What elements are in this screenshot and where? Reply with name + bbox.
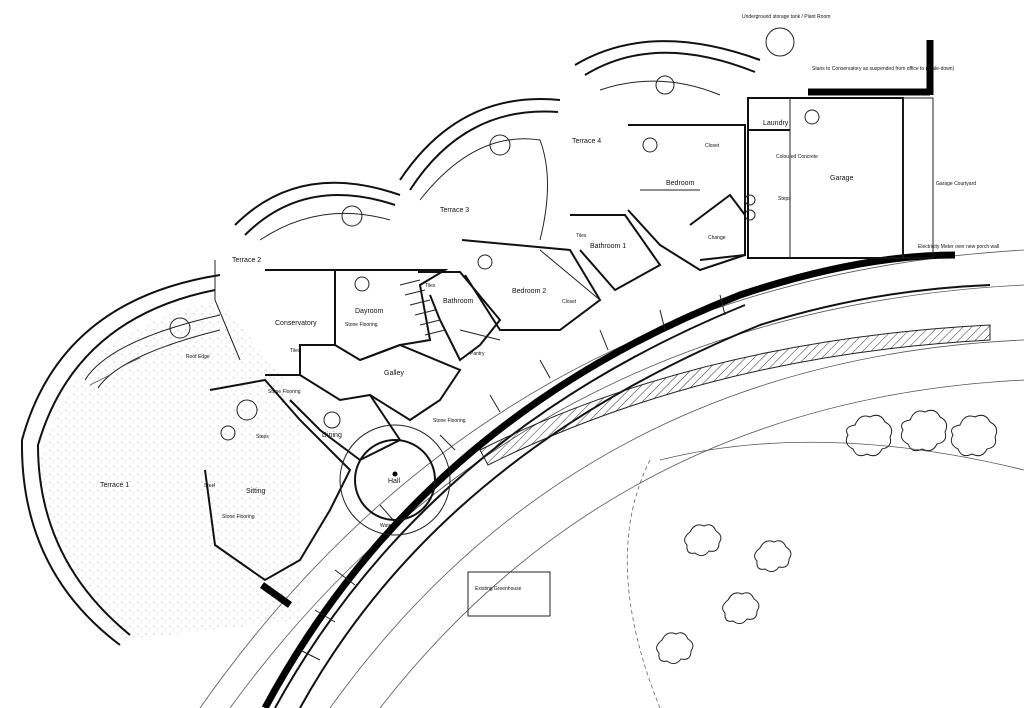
- rooms: [204, 40, 934, 608]
- label-hall: Hall: [388, 478, 401, 485]
- circle-door-icon: [489, 134, 511, 156]
- label-bathroom: Bathroom: [443, 298, 474, 305]
- label-dining: Dining: [322, 432, 342, 439]
- room-fixtures: [220, 27, 820, 441]
- label-terrace-4: Terrace 4: [572, 138, 601, 145]
- circle-door-icon: [341, 205, 363, 227]
- circle-door-icon: [744, 209, 756, 221]
- label-dining-flooring: Stone Flooring: [268, 389, 301, 395]
- circle-door-icon: [220, 425, 236, 441]
- label-tiles-bathroom1: Tiles: [576, 233, 587, 239]
- label-coloured-concrete: Coloured Concrete: [776, 154, 818, 160]
- label-steel: Steel: [204, 483, 215, 489]
- label-laundry-note: Stairs to Conservatory as suspended from…: [812, 66, 955, 72]
- label-bedroom: Bedroom: [666, 180, 695, 187]
- label-bedroom-2: Bedroom 2: [512, 288, 546, 295]
- tree-icon: [900, 409, 948, 452]
- label-steps-garage: Steps: [778, 196, 791, 202]
- label-terrace-2: Terrace 2: [232, 257, 261, 264]
- label-galley: Galley: [384, 370, 404, 377]
- hall-rotunda: [339, 424, 451, 536]
- label-garage-courtyard: Garage Courtyard: [936, 181, 976, 187]
- label-tiles-bathroom: Tiles: [425, 283, 436, 289]
- circle-door-icon: [765, 27, 795, 57]
- trees: [656, 409, 998, 665]
- circle-door-icon: [169, 317, 191, 339]
- label-underground-note: Underground storage tank / Plant Room: [742, 14, 830, 20]
- garden-curves: [199, 249, 1024, 708]
- circle-door-icon: [354, 276, 370, 292]
- label-greenhouse: Existing Greenhouse: [475, 586, 522, 592]
- label-conservatory: Conservatory: [275, 320, 317, 327]
- label-laundry: Laundry: [763, 120, 789, 127]
- tree-icon: [950, 414, 998, 457]
- terrace-4: [574, 40, 761, 96]
- label-terrace-1: Terrace 1: [100, 482, 129, 489]
- room-labels: Terrace 1 Terrace 2 Terrace 3 Terrace 4 …: [100, 14, 999, 592]
- shrub-icon: [656, 632, 694, 665]
- label-sitting: Sitting: [246, 488, 266, 495]
- label-steps-sitting: Steps: [256, 434, 269, 440]
- circle-door-icon: [804, 109, 820, 125]
- greenhouse: [467, 571, 551, 617]
- outer-wall: [261, 251, 991, 708]
- planting-bed: [479, 324, 991, 466]
- label-terrace-3: Terrace 3: [440, 207, 469, 214]
- circle-door-icon: [236, 399, 258, 421]
- label-hall-flooring: Stone Flooring: [433, 418, 466, 424]
- circle-door-icon: [323, 411, 341, 429]
- shrub-icon: [754, 540, 792, 573]
- shrub-icon: [684, 524, 722, 557]
- terrace-1: [20, 274, 300, 646]
- label-closet-bedroom2: Closet: [562, 299, 577, 305]
- shrub-icon: [722, 592, 760, 625]
- label-dayroom-flooring: Stone Flooring: [345, 322, 378, 328]
- ramp-ticks: [299, 294, 726, 661]
- stair-treads: [399, 279, 446, 336]
- label-tiles-conservatory: Tiles: [290, 348, 301, 354]
- terrace-3: [399, 98, 561, 241]
- label-sitting-flooring: Stone Flooring: [222, 514, 255, 520]
- label-water: Water: [380, 523, 393, 529]
- circle-door-icon: [655, 75, 675, 95]
- label-pantry: Pantry: [470, 351, 485, 357]
- circle-door-icon: [642, 137, 658, 153]
- label-roof-edge: Roof Edge: [186, 354, 210, 360]
- label-electrical-note: Electricity Meter over new porch wall: [918, 244, 999, 250]
- circle-door-icon: [477, 254, 493, 270]
- terrace-2: [214, 181, 401, 361]
- label-change: Change: [708, 235, 726, 241]
- label-garage: Garage: [830, 175, 853, 182]
- tree-icon: [845, 414, 893, 457]
- label-dayroom: Dayroom: [355, 308, 384, 315]
- label-bathroom-1: Bathroom 1: [590, 243, 626, 250]
- label-closet-bedroom: Closet: [705, 143, 720, 149]
- circle-door-icon: [744, 194, 756, 206]
